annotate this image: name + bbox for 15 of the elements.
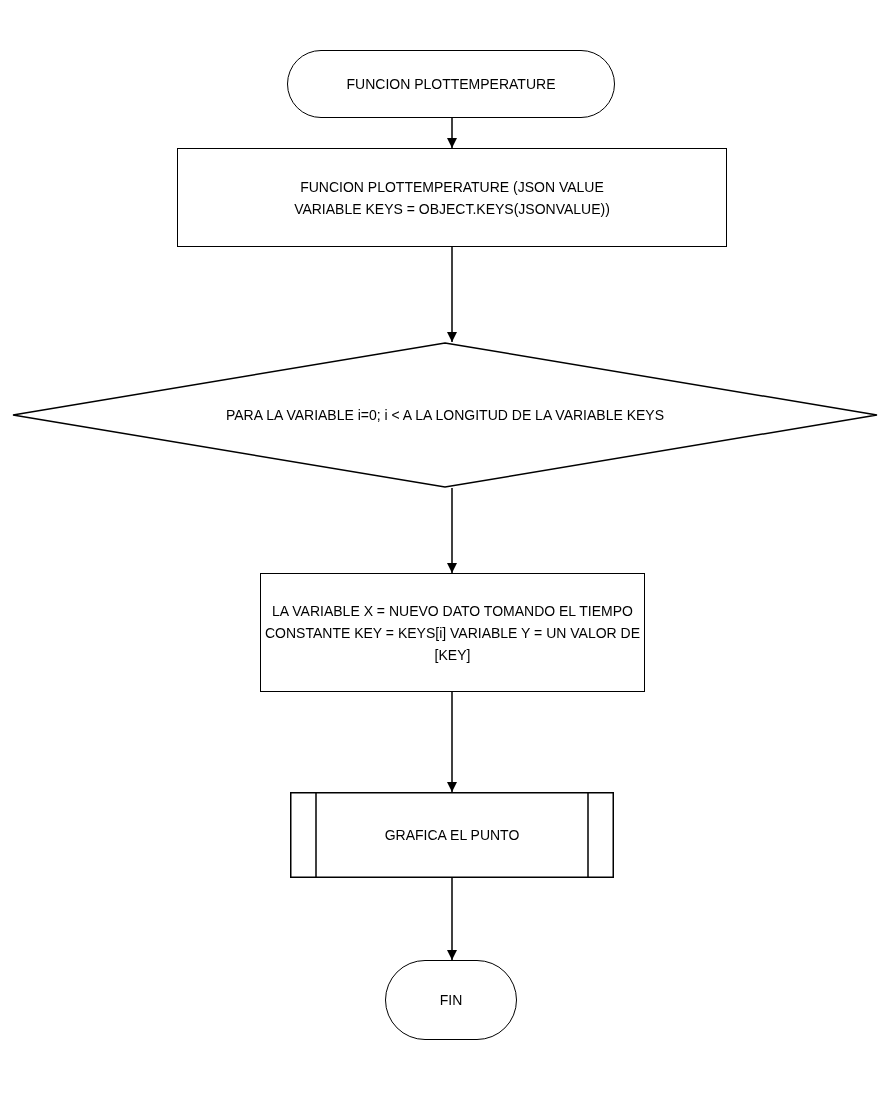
- arrow: [447, 246, 457, 343]
- arrow: [447, 691, 457, 793]
- node-text: PARA LA VARIABLE i=0; i < A LA LONGITUD DE LA VARIABLE KEYS: [225, 406, 665, 425]
- arrow: [447, 117, 457, 149]
- node-text: GRAFICA EL PUNTO: [384, 826, 520, 845]
- process-box: [177, 148, 727, 247]
- predefined-process-box: [290, 792, 614, 878]
- node-text: FUNCION PLOTTEMPERATURE: [346, 75, 556, 94]
- decision-diamond: [12, 342, 878, 488]
- node-text: FIN: [439, 991, 463, 1010]
- node-text: LA VARIABLE X = NUEVO DATO TOMANDO EL TIEMPO CONSTANTE KEY = KEYS[i] VARIABLE Y = UN VALOR DE [KEY]: [264, 601, 641, 665]
- arrow: [447, 487, 457, 574]
- node-text: FUNCION PLOTTEMPERATURE (JSON VALUE VARIABLE KEYS = OBJECT.KEYS(JSONVALUE)): [293, 177, 611, 219]
- arrow: [447, 877, 457, 961]
- process-box: [260, 573, 645, 692]
